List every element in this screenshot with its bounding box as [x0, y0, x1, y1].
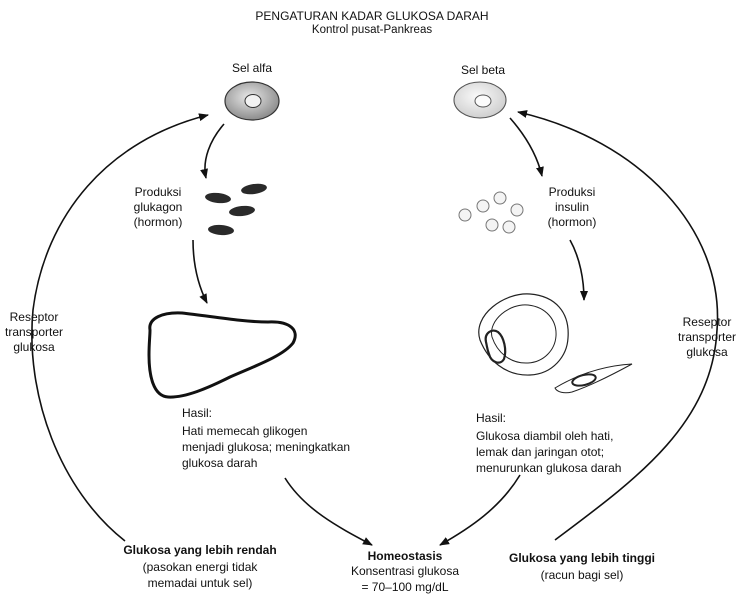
left-result-line-2: menjadi glukosa; meningkatkan: [182, 440, 350, 455]
right-receptor-line-2: transporter: [670, 330, 744, 345]
left-receptor-line-2: transporter: [0, 325, 68, 340]
diagram-title: PENGATURAN KADAR GLUKOSA DARAH: [222, 9, 522, 24]
homeostasis-desc-1: Konsentrasi glukosa: [330, 564, 480, 579]
arrow-right-result-to-homeostasis: [440, 475, 520, 545]
left-receptor-line-3: glukosa: [0, 340, 68, 355]
arrow-left-result-to-homeostasis: [285, 478, 372, 545]
flow-arrows: [32, 112, 718, 545]
lower-glucose-desc-1: (pasokan energi tidak: [100, 560, 300, 575]
arrow-glucagon-to-liver: [193, 240, 207, 303]
right-result-line-3: menurunkan glukosa darah: [476, 461, 621, 476]
right-result-line-2: lemak dan jaringan otot;: [476, 445, 604, 460]
arrow-beta-to-insulin: [510, 118, 542, 176]
lower-glucose-desc-2: memadai untuk sel): [100, 576, 300, 591]
left-receptor-line-1: Reseptor: [0, 310, 68, 325]
arrow-insulin-to-tissue: [570, 240, 584, 300]
right-receptor-line-3: glukosa: [670, 345, 744, 360]
beta-cell-icon: [454, 82, 506, 118]
homeostasis-title: Homeostasis: [330, 549, 480, 564]
arrow-alpha-to-glucagon: [205, 124, 224, 178]
insulin-line-2: insulin: [532, 200, 612, 215]
alpha-cell-icon: [225, 82, 279, 120]
lower-glucose-title: Glukosa yang lebih rendah: [100, 543, 300, 558]
left-result-heading: Hasil:: [182, 406, 212, 421]
right-result-heading: Hasil:: [476, 411, 506, 426]
higher-glucose-title: Glukosa yang lebih tinggi: [482, 551, 682, 566]
insulin-line-1: Produksi: [532, 185, 612, 200]
insulin-granules-icon: [459, 192, 523, 233]
liver-icon: [149, 313, 295, 397]
tissue-cells-icon: [479, 294, 632, 393]
right-result-line-1: Glukosa diambil oleh hati,: [476, 429, 613, 444]
homeostasis-desc-2: = 70–100 mg/dL: [330, 580, 480, 595]
glucagon-line-3: (hormon): [118, 215, 198, 230]
beta-cell-label: Sel beta: [443, 63, 523, 78]
right-receptor-line-1: Reseptor: [670, 315, 744, 330]
alpha-cell-label: Sel alfa: [212, 61, 292, 76]
left-result-line-3: glukosa darah: [182, 456, 257, 471]
insulin-line-3: (hormon): [532, 215, 612, 230]
glucagon-line-2: glukagon: [118, 200, 198, 215]
diagram-subtitle: Kontrol pusat-Pankreas: [272, 23, 472, 38]
glucagon-granules-icon: [205, 182, 268, 236]
left-result-line-1: Hati memecah glikogen: [182, 424, 307, 439]
higher-glucose-desc-1: (racun bagi sel): [482, 568, 682, 583]
glucagon-line-1: Produksi: [118, 185, 198, 200]
